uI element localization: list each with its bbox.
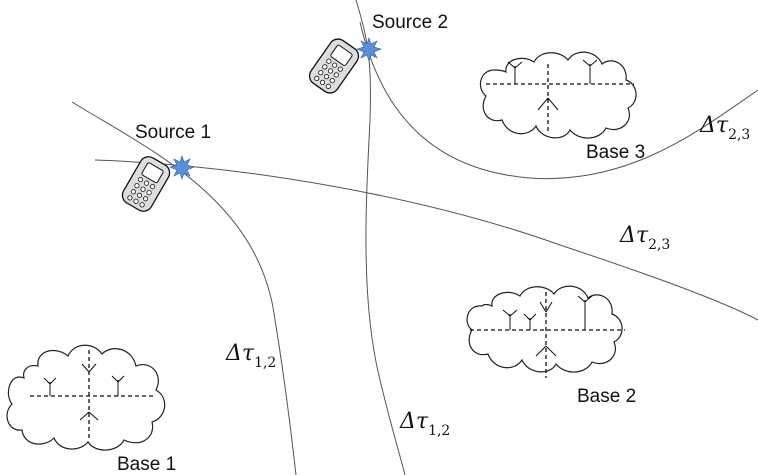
base-3-cloud <box>479 51 637 139</box>
source-2-label: Source 2 <box>372 12 448 33</box>
base-1-cloud <box>6 344 166 451</box>
hyperbola-tau12-source2 <box>355 0 406 475</box>
tdoa-label-12-bottom: Δτ1,2 <box>399 409 450 439</box>
base-2-cloud <box>466 285 625 378</box>
hyperbola-tau23-source2 <box>359 21 758 180</box>
base-3-label: Base 3 <box>586 142 645 163</box>
base-1-label: Base 1 <box>117 454 176 475</box>
source-2-phone <box>308 38 360 94</box>
source-2-burst-icon <box>356 37 382 62</box>
hyperbola-tau23-source1 <box>94 159 758 321</box>
hyperbola-tau12-source1 <box>71 101 297 475</box>
base-2-label: Base 2 <box>577 386 636 407</box>
source-1-label: Source 1 <box>135 122 211 143</box>
tdoa-label-23-mid: Δτ2,3 <box>619 223 670 253</box>
tdoa-label-12-left: Δτ1,2 <box>225 341 276 371</box>
source-1-phone <box>121 156 171 212</box>
source-1-burst-icon <box>169 155 195 180</box>
tdoa-label-23-right-clipped: Δτ2,3 <box>699 113 750 143</box>
